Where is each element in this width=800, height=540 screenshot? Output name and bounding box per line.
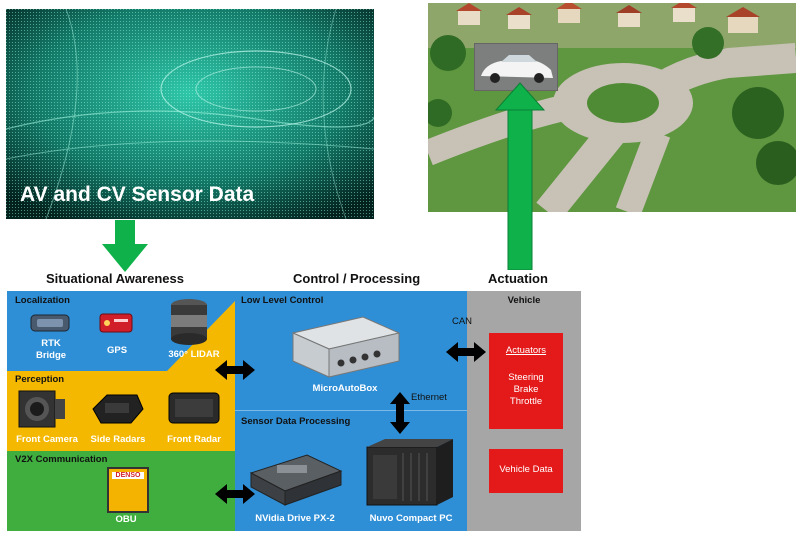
section-divider (235, 410, 467, 411)
nuvo-pc-icon (366, 439, 453, 506)
front-radar-label: Front Radar (167, 434, 221, 445)
can-label: CAN (451, 316, 473, 327)
microautobox-label: MicroAutoBox (312, 383, 378, 394)
localization-panel: Localization RTK Bridge GPS 360° LIDAR (7, 291, 235, 371)
perception-panel: Perception Front Camera Side Radars Fron… (7, 371, 235, 451)
side-radars-icon (92, 394, 144, 424)
perception-title: Perception (15, 374, 65, 385)
front-camera-label: Front Camera (16, 434, 78, 445)
microautobox-icon (291, 316, 401, 378)
nuvo-pc-label: Nuvo Compact PC (369, 513, 453, 524)
vehicle-data-label: Vehicle Data (499, 464, 553, 475)
actuators-title: Actuators (505, 345, 547, 356)
nvidia-drive-icon (249, 454, 343, 506)
front-camera-icon (18, 390, 65, 428)
denso-logo: DENSO (112, 472, 144, 479)
up-arrow-icon (494, 82, 546, 270)
control-processing-title: Control / Processing (293, 271, 421, 286)
localization-title: Localization (15, 295, 70, 306)
sensor-data-processing-title: Sensor Data Processing (241, 416, 351, 427)
lidar-label: 360° LIDAR (168, 349, 220, 360)
obu-device: DENSO (107, 467, 149, 513)
actuator-steering: Steering (508, 372, 544, 383)
nvidia-drive-label: NVidia Drive PX-2 (255, 513, 335, 524)
car-graphic (475, 44, 557, 90)
actuator-throttle: Throttle (509, 396, 543, 407)
left-right-arrow-icon (215, 484, 255, 504)
actuation-title: Actuation (488, 271, 548, 286)
lidar-point-cloud-graphic (6, 9, 374, 219)
low-level-control-title: Low Level Control (241, 295, 324, 306)
v2x-title: V2X Communication (15, 454, 108, 465)
ethernet-label: Ethernet (411, 392, 447, 403)
gps-icon (99, 313, 133, 333)
sensor-data-image: AV and CV Sensor Data (6, 9, 374, 219)
vehicle-data-box: Vehicle Data (489, 449, 563, 493)
front-radar-icon (168, 392, 220, 424)
up-down-arrow-icon (390, 392, 410, 434)
actuator-brake: Brake (513, 384, 539, 395)
gps-label: GPS (106, 345, 128, 356)
v2x-panel: V2X Communication DENSO OBU (7, 451, 235, 531)
roundabout-scene-graphic (428, 3, 796, 212)
control-panel: Low Level Control MicroAutoBox Sensor Da… (235, 291, 467, 531)
obu-label: OBU (115, 514, 137, 525)
rtk-bridge-label: RTK Bridge (35, 338, 67, 361)
rtk-bridge-icon (30, 314, 70, 332)
sensor-data-caption: AV and CV Sensor Data (20, 183, 255, 206)
vehicle-panel: Vehicle Actuators Steering Brake Throttl… (467, 291, 581, 531)
houses-graphic (456, 3, 760, 33)
left-right-arrow-icon (446, 342, 486, 362)
lidar-icon (171, 299, 207, 345)
vehicle-inset-image (474, 43, 558, 91)
side-radars-label: Side Radars (90, 434, 146, 445)
vehicle-title: Vehicle (507, 295, 541, 306)
simulation-scene-image (428, 3, 796, 212)
actuators-box: Actuators Steering Brake Throttle (489, 333, 563, 429)
situational-awareness-title: Situational Awareness (46, 271, 184, 286)
down-arrow-icon (102, 220, 148, 272)
left-right-arrow-icon (215, 360, 255, 380)
